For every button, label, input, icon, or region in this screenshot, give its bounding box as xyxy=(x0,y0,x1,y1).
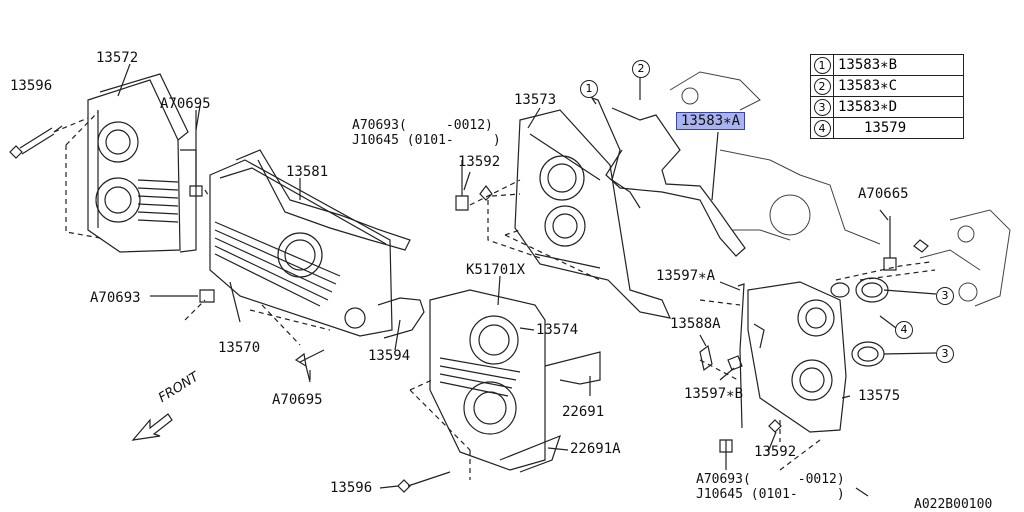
label-13570: 13570 xyxy=(218,340,261,356)
legend-row: 2 13583∗C xyxy=(811,76,963,97)
label-13597a: 13597∗A xyxy=(656,268,716,284)
callout-2: 2 xyxy=(632,60,650,78)
cover-13575 xyxy=(747,281,847,433)
callout-3b: 3 xyxy=(936,345,954,363)
legend-num: 4 xyxy=(813,119,831,137)
legend-part: 13579 xyxy=(864,120,907,136)
label-13592-upper: 13592 xyxy=(458,154,501,170)
diagram-code: A022B00100 xyxy=(914,497,993,512)
legend-num: 3 xyxy=(813,98,831,116)
label-a70695-top: A70695 xyxy=(160,96,211,112)
label-a70693-lower: A70693( -0012) xyxy=(696,472,845,487)
label-13592-lower: 13592 xyxy=(754,444,797,460)
legend-num: 2 xyxy=(813,77,831,95)
label-a70693-upper: A70693( -0012) xyxy=(352,118,493,133)
label-13575: 13575 xyxy=(858,388,901,404)
label-a70665: A70665 xyxy=(858,186,909,202)
legend-row: 4 13579 xyxy=(811,118,963,138)
label-13596-bottom: 13596 xyxy=(330,480,373,496)
label-13597b: 13597∗B xyxy=(684,386,744,402)
label-13572: 13572 xyxy=(96,50,139,66)
label-13574: 13574 xyxy=(536,322,579,338)
bolt-13596-top xyxy=(9,125,63,159)
cover-13572 xyxy=(87,73,197,253)
label-13581: 13581 xyxy=(286,164,329,180)
label-13588a: 13588A xyxy=(670,316,721,332)
label-j10645-lower: J10645 (0101- ) xyxy=(696,487,845,502)
legend-num: 1 xyxy=(813,56,831,74)
legend-part: 13583∗C xyxy=(838,78,898,94)
label-13596-top: 13596 xyxy=(10,78,53,94)
label-22691a: 22691A xyxy=(570,441,621,457)
label-a70695-bottom: A70695 xyxy=(272,392,323,408)
legend-row: 3 13583∗D xyxy=(811,97,963,118)
cover-13573 xyxy=(514,109,672,319)
legend-row: 1 13583∗B xyxy=(811,55,963,76)
legend-table: 1 13583∗B 2 13583∗C 3 13583∗D 4 13579 xyxy=(810,54,964,139)
label-j10645-upper: J10645 (0101- ) xyxy=(352,133,501,148)
label-a70693-left: A70693 xyxy=(90,290,141,306)
callout-4: 4 xyxy=(895,321,913,339)
callout-3a: 3 xyxy=(936,287,954,305)
legend-part: 13583∗B xyxy=(838,57,898,73)
legend-part: 13583∗D xyxy=(838,99,898,115)
front-arrow-icon xyxy=(131,413,173,441)
label-13583a-highlighted[interactable]: 13583∗A xyxy=(676,112,746,130)
callout-1: 1 xyxy=(580,80,598,98)
label-13594: 13594 xyxy=(368,348,411,364)
label-k51701x: K51701X xyxy=(466,262,526,278)
plate-13570 xyxy=(209,159,393,337)
label-22691: 22691 xyxy=(562,404,605,420)
cover-13574 xyxy=(429,289,546,471)
label-13573: 13573 xyxy=(514,92,557,108)
